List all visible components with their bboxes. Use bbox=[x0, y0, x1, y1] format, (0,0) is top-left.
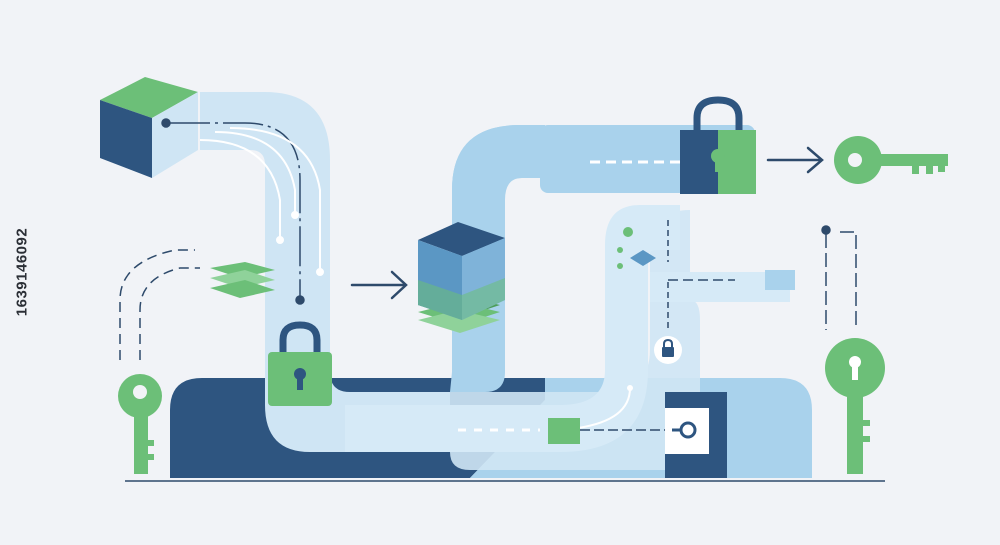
dashed-arcs-left bbox=[119, 249, 200, 360]
keyhole-box-icon bbox=[665, 392, 727, 478]
key-icon-left bbox=[118, 374, 162, 474]
keyhole-key-icon-right bbox=[825, 338, 885, 474]
middle-pipe-details bbox=[617, 220, 735, 332]
arrow-icon-top bbox=[766, 146, 824, 174]
stacked-layers-icon bbox=[210, 262, 275, 298]
bottom-connector bbox=[458, 385, 672, 444]
branch-end-block bbox=[765, 270, 795, 290]
arrow-icon-middle bbox=[350, 270, 408, 300]
key-icon-top bbox=[834, 136, 948, 184]
stock-image-id: 1639146092 bbox=[13, 227, 31, 317]
padlock-icon-left bbox=[268, 321, 332, 406]
cube-icon bbox=[100, 77, 198, 178]
pipe-left bbox=[200, 92, 450, 452]
circuit-lines-top bbox=[161, 118, 305, 305]
center-cube-icon bbox=[418, 222, 505, 333]
pipe-bottom-band bbox=[345, 205, 680, 452]
padlock-icon-top bbox=[680, 96, 756, 194]
small-padlock-icon bbox=[654, 336, 682, 364]
circuit-lines-white bbox=[199, 127, 324, 276]
circuit-lines-right bbox=[821, 225, 857, 330]
